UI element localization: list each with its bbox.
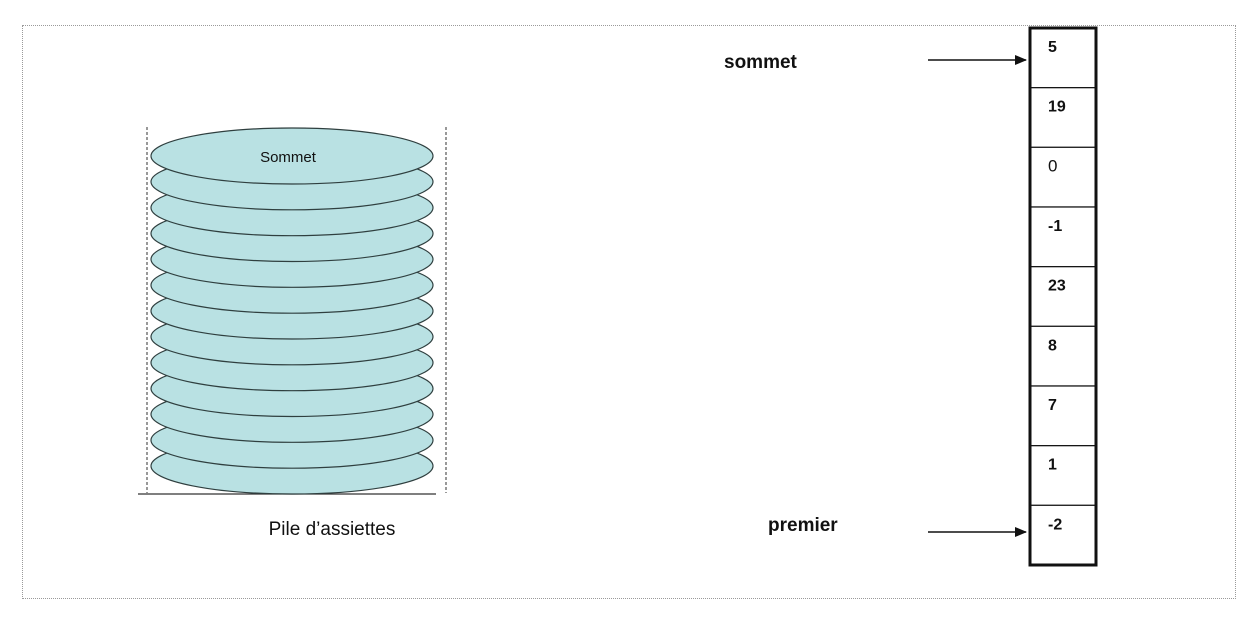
array-cell-value: 0 xyxy=(1048,156,1057,175)
array-cell xyxy=(1029,385,1097,447)
array-cell xyxy=(1029,87,1097,148)
array-cell-value: 1 xyxy=(1048,457,1057,474)
array-cell xyxy=(1029,445,1097,507)
array-cell xyxy=(1029,325,1097,387)
array-cell-value: 8 xyxy=(1048,337,1057,354)
array-cell xyxy=(1029,27,1097,89)
array-cell-value: 23 xyxy=(1048,278,1066,295)
array-cell xyxy=(1029,266,1097,328)
top-pointer-label: sommet xyxy=(724,52,798,73)
figure-frame xyxy=(22,25,1236,599)
top-plate xyxy=(150,127,434,185)
array-cell-value: 19 xyxy=(1048,99,1066,116)
array-cell-value: 7 xyxy=(1048,397,1057,414)
plates xyxy=(150,127,434,495)
array-cell-value: 5 xyxy=(1048,39,1057,56)
array-cell xyxy=(1029,504,1097,566)
array-cell-value: -1 xyxy=(1048,218,1062,235)
plate-stack-caption: Pile d’assiettes xyxy=(269,519,396,540)
array-cell-value: -2 xyxy=(1048,516,1062,533)
plate-stack: Sommet Pile d’assiettes xyxy=(138,127,447,540)
array-outline xyxy=(1028,26,1098,567)
array-stack: sommet premier 5 19 0 -1 23 8 7 1 -2 xyxy=(724,26,1098,567)
array-cell xyxy=(1029,206,1097,268)
bottom-pointer-label: premier xyxy=(768,515,838,536)
array-cell xyxy=(1029,146,1097,208)
top-plate-label: Sommet xyxy=(260,149,317,166)
array-cells: 5 19 0 -1 23 8 7 1 -2 xyxy=(1029,27,1097,566)
